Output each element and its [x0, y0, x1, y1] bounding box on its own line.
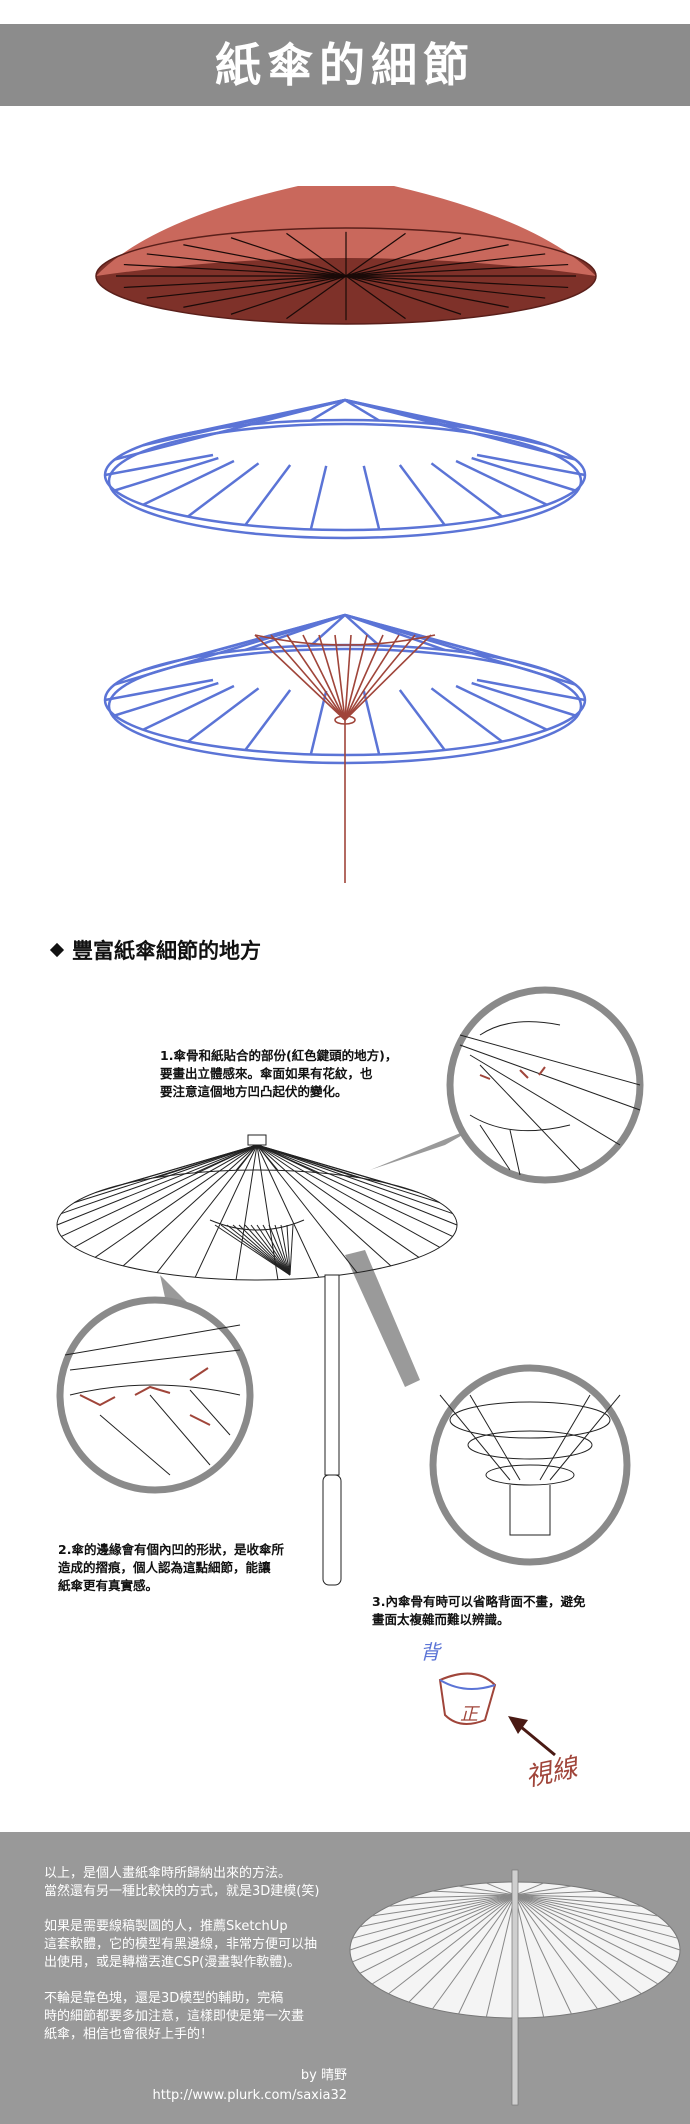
title-bar: 紙傘的細節	[0, 24, 690, 106]
note-2: 2.傘的邊緣會有個內凹的形狀，是收傘所 造成的摺痕，個人認為這點細節，能讓 紙傘…	[58, 1542, 284, 1593]
diamond-bullet-icon	[49, 942, 65, 958]
footer-author: by 晴野	[300, 2068, 347, 2083]
umbrella-lineart-diagram	[56, 986, 644, 1586]
handwritten-back: 背	[420, 1640, 440, 1664]
section-heading-text: 豐富紙傘細節的地方	[72, 939, 261, 963]
note-1: 1.傘骨和紙貼合的部份(紅色鍵頭的地方)， 要畫出立體感來。傘面如果有花紋，也 …	[160, 1048, 398, 1099]
section-heading: 豐富紙傘細節的地方	[49, 935, 261, 965]
footer-3d-umbrella	[349, 1869, 681, 2106]
footer-paragraph-3: 不輪是靠色塊，還是3D模型的輔助，完稿 時的細節都要多加注意，這樣即使是第一次畫…	[44, 1991, 305, 2042]
footer-url-link[interactable]: http://www.plurk.com/saxia32	[152, 2088, 347, 2103]
footer-paragraph-2: 如果是需要線稿製圖的人，推薦SketchUp 這套軟體，它的模型有黑邊線，非常方…	[44, 1919, 318, 1970]
footer-paragraph-1: 以上，是個人畫紙傘時所歸納出來的方法。 當然還有另一種比較快的方式，就是3D建模…	[44, 1866, 320, 1899]
blue-sketch-canopy	[103, 398, 587, 540]
page-title: 紙傘的細節	[215, 38, 475, 92]
detail-circle-top	[446, 986, 644, 1184]
blue-sketch-with-inner-ribs	[103, 613, 587, 883]
handwritten-front: 正	[460, 1704, 478, 1725]
note-3: 3.內傘骨有時可以省略背面不畫，避免 畫面太複雜而難以辨識。	[372, 1594, 586, 1627]
viewpoint-sketch	[438, 1672, 556, 1757]
red-canopy-illustration	[95, 186, 597, 325]
